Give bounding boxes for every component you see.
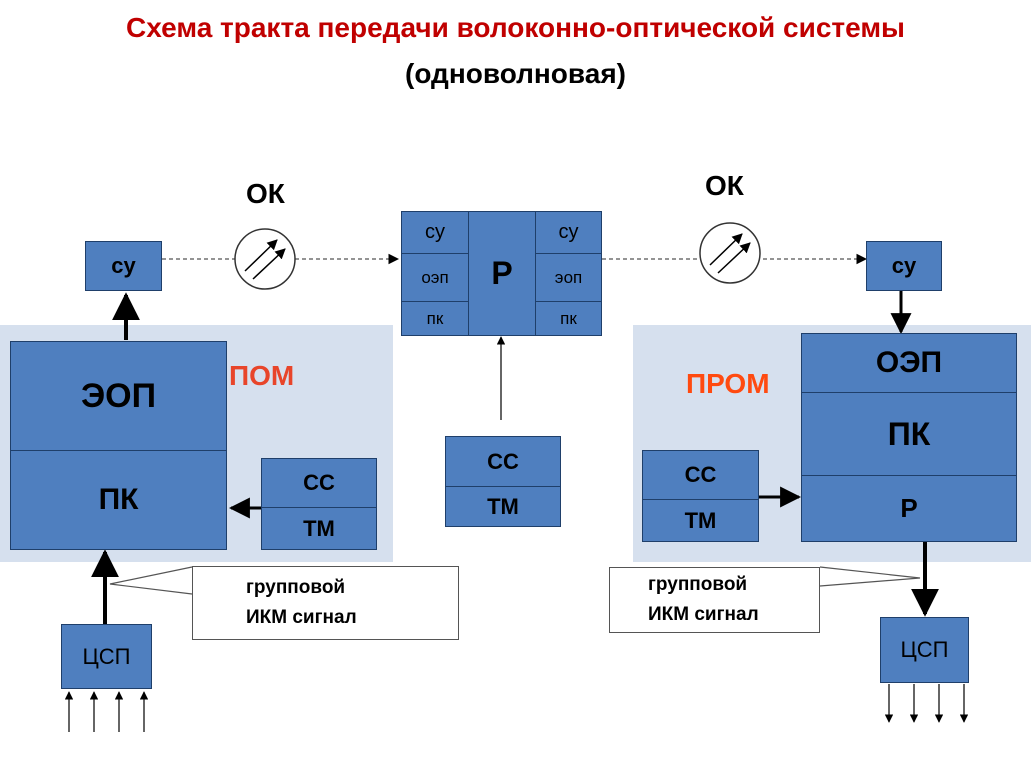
prom-label: ПРОМ: [686, 368, 770, 399]
left-signal-callout: групповой ИКМ сигнал: [192, 566, 459, 640]
left-callout-line2: ИКМ сигнал: [246, 607, 357, 628]
right-ss-block: СС: [642, 450, 759, 500]
repeater-oep: оэп: [401, 253, 469, 302]
right-callout-line2: ИКМ сигнал: [648, 604, 759, 625]
right-callout-line1: групповой: [648, 574, 748, 595]
right-signal-callout: групповой ИКМ сигнал: [609, 567, 820, 633]
left-eop-block: ЭОП: [10, 341, 227, 451]
repeater-tm-block: ТМ: [445, 486, 561, 527]
diagram-subtitle: (одноволновая): [405, 58, 626, 89]
left-tm-block: ТМ: [261, 507, 377, 550]
ok-label-right: ОК: [705, 170, 744, 201]
right-tm-block: ТМ: [642, 499, 759, 542]
right-pk-block: ПК: [801, 392, 1017, 476]
pom-label: ПОМ: [229, 360, 295, 391]
repeater-su-left: су: [401, 211, 469, 254]
fiber-coil-icon-right: [699, 222, 761, 284]
right-oep-block: ОЭП: [801, 333, 1017, 393]
right-csp-block: ЦСП: [880, 617, 969, 683]
left-pk-block: ПК: [10, 450, 227, 550]
ok-label-left: ОК: [246, 178, 285, 209]
right-r-block: Р: [801, 475, 1017, 542]
repeater-pk-left: пк: [401, 301, 469, 336]
left-su-block: су: [85, 241, 162, 291]
repeater-eop: эоп: [535, 253, 602, 302]
left-callout-line1: групповой: [246, 577, 346, 598]
repeater-r-block: Р: [468, 211, 536, 336]
left-ss-block: СС: [261, 458, 377, 508]
right-su-block: су: [866, 241, 942, 291]
callout-pointer-left: [109, 566, 193, 595]
diagram-title: Схема тракта передачи волоконно-оптическ…: [126, 12, 905, 43]
repeater-pk-right: пк: [535, 301, 602, 336]
repeater-su-right: су: [535, 211, 602, 254]
fiber-coil-icon-left: [234, 228, 296, 290]
callout-pointer-right: [819, 566, 921, 587]
left-csp-block: ЦСП: [61, 624, 152, 689]
repeater-ss-block: СС: [445, 436, 561, 487]
